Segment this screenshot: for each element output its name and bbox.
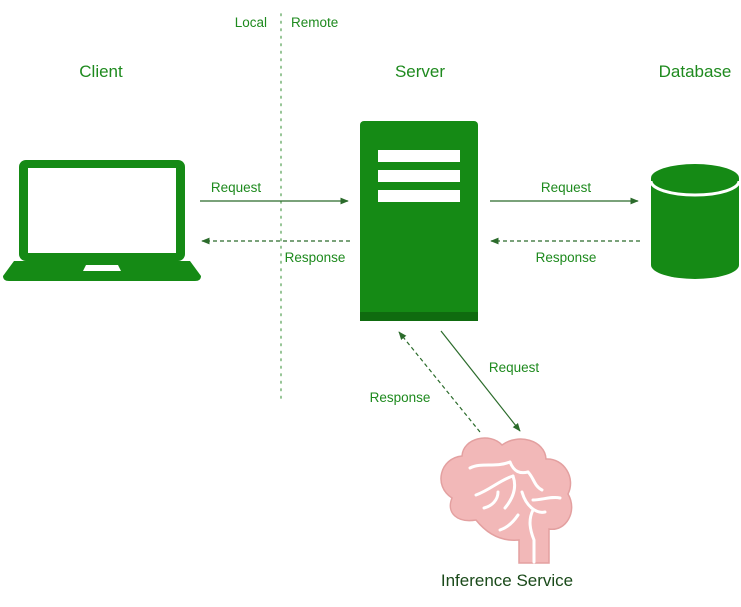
database-title: Database <box>659 62 732 81</box>
laptop-icon <box>3 160 201 281</box>
inference-title: Inference Service <box>441 571 573 590</box>
server-db-response-label: Response <box>536 250 597 265</box>
client-server-request-label: Request <box>211 180 262 195</box>
server-db-request-label: Request <box>541 180 592 195</box>
client-server-response-label: Response <box>285 250 346 265</box>
brain-icon <box>440 437 573 564</box>
server-inference-response-arrow <box>398 331 481 433</box>
server-title: Server <box>395 62 445 81</box>
server-icon <box>360 121 478 321</box>
server-inference-request-label: Request <box>489 360 540 375</box>
server-inference-response-label: Response <box>370 390 431 405</box>
remote-label: Remote <box>291 15 338 30</box>
database-icon <box>649 164 741 279</box>
server-inference-request-arrow <box>440 330 521 432</box>
local-label: Local <box>235 15 267 30</box>
client-title: Client <box>79 62 123 81</box>
